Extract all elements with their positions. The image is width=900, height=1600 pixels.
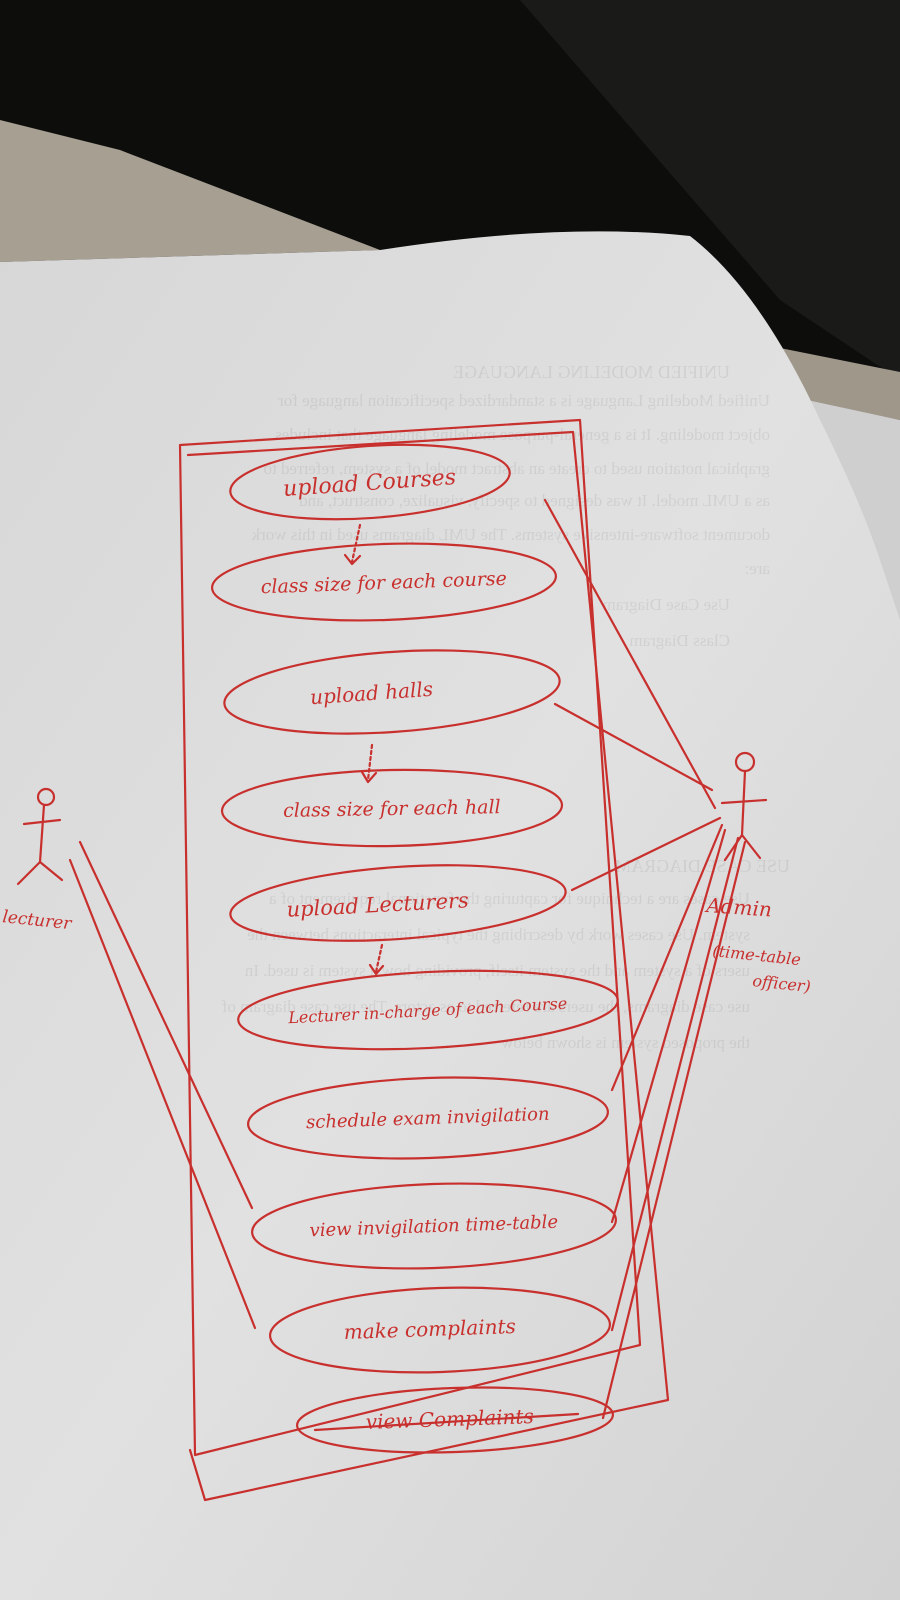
ghost-line: USE CASE DIAGRAM — [615, 856, 790, 876]
use-case-oval — [220, 768, 564, 848]
system-boundary-outer — [186, 430, 670, 1502]
association-line — [78, 840, 254, 1210]
use-case-oval — [229, 443, 511, 521]
ghost-line: Class Diagram — [629, 631, 730, 650]
bleed-through-text: UNIFIED MODELING LANGUAGE Unified Modeli… — [221, 362, 790, 1052]
use-case-label: class size for each hall — [283, 796, 501, 822]
arrowhead — [360, 770, 378, 784]
ghost-line: UNIFIED MODELING LANGUAGE — [453, 362, 730, 382]
use-case-oval — [223, 649, 561, 735]
ghost-line: system. Use cases work by describing the… — [247, 925, 750, 944]
admin-actor-body — [720, 769, 768, 862]
ghost-line: are: — [745, 559, 770, 578]
ghost-line: as a UML model. It was designed to speci… — [299, 491, 770, 510]
ghost-line: graphical notation used to create an abs… — [264, 459, 771, 478]
use-case-oval — [251, 1182, 617, 1270]
association-line — [610, 823, 724, 1092]
use-case-label: view Complaints — [365, 1404, 534, 1434]
ghost-line: Use cases are a technique for capturing … — [269, 889, 750, 908]
lecturer-actor-head — [36, 787, 56, 807]
association-line — [543, 498, 717, 810]
system-boundary — [178, 418, 642, 1457]
include-arrow — [374, 943, 384, 974]
ghost-line: document software-intensive systems. The… — [251, 525, 770, 544]
use-case-oval — [268, 1286, 612, 1374]
use-case-oval — [295, 1386, 615, 1454]
use-case-oval — [210, 542, 558, 622]
association-line — [553, 702, 714, 792]
ghost-line: Use Case Diagram — [603, 595, 730, 614]
association-line — [610, 836, 740, 1332]
ghost-line: Unified Modeling Language is a standardi… — [278, 391, 770, 410]
use-case-oval — [229, 864, 567, 942]
use-case-oval — [237, 969, 619, 1051]
lecturer-actor-body — [16, 803, 64, 886]
use-case-oval — [247, 1076, 609, 1160]
admin-actor-label: Admin — [704, 893, 773, 922]
include-arrow — [350, 523, 362, 564]
strike-line — [313, 1412, 580, 1432]
arrowhead — [343, 553, 362, 566]
cardboard-left — [0, 120, 380, 262]
include-arrow — [366, 743, 374, 782]
dark-object — [520, 0, 900, 380]
association-line — [610, 828, 727, 1224]
association-line — [68, 858, 257, 1330]
association-line — [601, 840, 747, 1420]
association-line — [570, 816, 722, 892]
arrowhead — [368, 963, 385, 976]
